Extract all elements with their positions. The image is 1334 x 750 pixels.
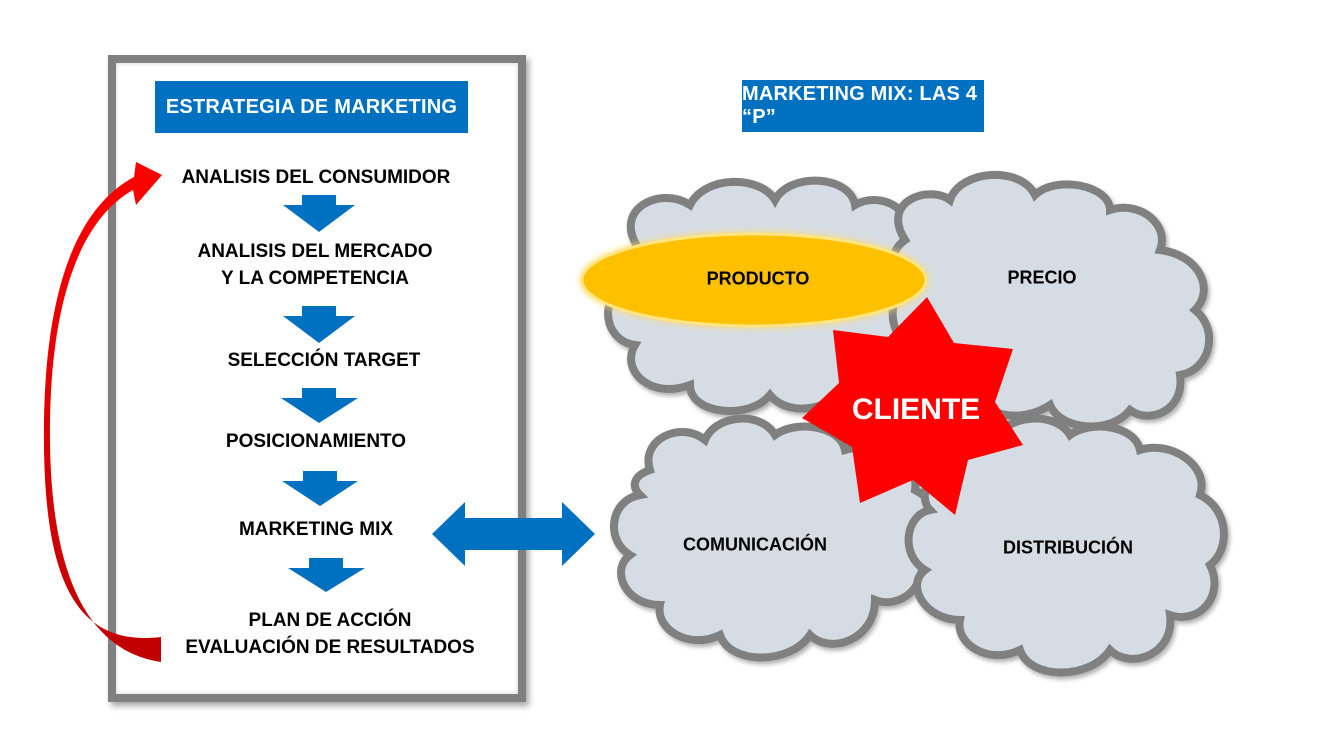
down-arrow-2 bbox=[283, 306, 355, 343]
step-analisis-consumidor: ANALISIS DEL CONSUMIDOR bbox=[181, 167, 451, 188]
down-arrow-3 bbox=[281, 388, 358, 423]
strategy-panel bbox=[108, 55, 526, 702]
down-arrow-5 bbox=[288, 558, 365, 592]
double-arrow bbox=[432, 502, 595, 566]
cliente-star bbox=[802, 297, 1023, 515]
step-seleccion-target: SELECCIÓN TARGET bbox=[227, 350, 421, 371]
step-marketing-mix: MARKETING MIX bbox=[238, 519, 394, 540]
cloud-distribucion bbox=[904, 414, 1228, 677]
label-cliente: CLIENTE bbox=[851, 393, 981, 426]
down-arrow-4 bbox=[282, 471, 358, 506]
label-comunicacion: COMUNICACIÓN bbox=[683, 534, 827, 555]
feedback-arrow bbox=[43, 162, 163, 662]
label-precio: PRECIO bbox=[1007, 267, 1077, 288]
label-distribucion: DISTRIBUCIÓN bbox=[1003, 537, 1133, 558]
step-posicionamiento: POSICIONAMIENTO bbox=[225, 431, 407, 452]
producto-highlight bbox=[580, 232, 928, 328]
strategy-title: ESTRATEGIA DE MARKETING bbox=[155, 81, 468, 133]
label-producto: PRODUCTO bbox=[706, 268, 810, 289]
marketing-mix-title: MARKETING MIX: LAS 4 “P” bbox=[742, 80, 984, 132]
down-arrow-1 bbox=[283, 195, 355, 232]
